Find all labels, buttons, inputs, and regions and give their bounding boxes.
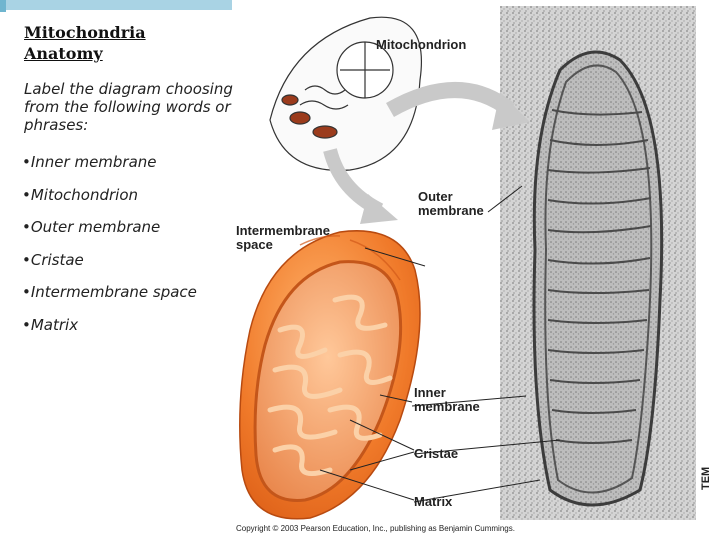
label-matrix: Matrix [414,495,452,509]
corner-accent-dark [0,0,6,12]
arrow-to-micrograph [390,90,510,110]
mitochondrion-diagram [230,0,720,540]
corner-accent [0,0,232,10]
label-inner-membrane: Inner membrane [414,386,480,414]
tem-tag: TEM [700,467,712,490]
title-line-2: Anatomy [24,43,146,64]
label-mitochondrion: Mitochondrion [376,38,466,52]
page-title: Mitochondria Anatomy [24,22,146,64]
word-bank: •Inner membrane •Mitochondrion •Outer me… [22,150,197,346]
instructions: Label the diagram choosing from the foll… [24,80,234,134]
word-bank-item: •Mitochondrion [22,183,197,216]
mitochondrion-cutaway [240,231,420,519]
copyright-text: Copyright © 2003 Pearson Education, Inc.… [236,524,515,533]
word-bank-item: •Matrix [22,313,197,346]
word-bank-item: •Cristae [22,248,197,281]
word-bank-item: •Inner membrane [22,150,197,183]
title-line-1: Mitochondria [24,22,146,43]
label-cristae: Cristae [414,447,458,461]
label-outer-membrane: Outer membrane [418,190,484,218]
word-bank-item: •Intermembrane space [22,280,197,313]
word-bank-item: •Outer membrane [22,215,197,248]
label-intermembrane-space: Intermembrane space [236,224,330,252]
